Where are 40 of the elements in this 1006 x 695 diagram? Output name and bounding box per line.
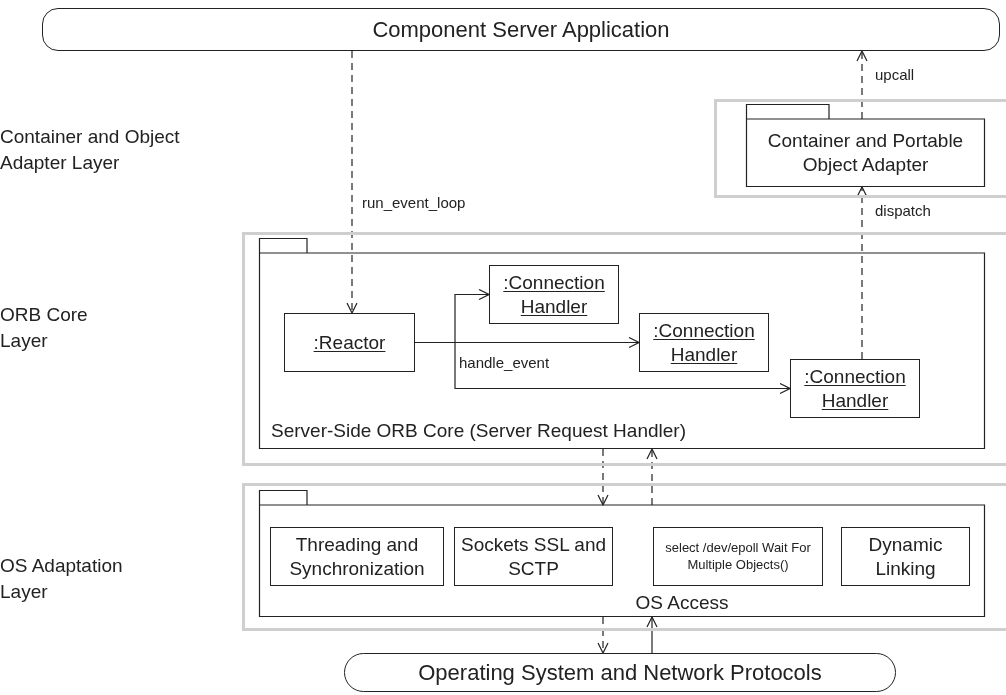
layer-label: OS Adaptation Layer xyxy=(0,554,124,604)
arrow xyxy=(856,50,868,120)
package-box xyxy=(746,104,985,187)
node-text: Threading and Synchronization xyxy=(288,532,426,581)
package-box xyxy=(259,490,985,617)
node-text: Container and Portable Object Adapter xyxy=(766,129,965,177)
node-text: Server-Side ORB Core (Server Request Handler) xyxy=(271,418,686,443)
node-text: Sockets SSL and SCTP xyxy=(459,532,608,581)
arrow xyxy=(856,186,868,360)
arrow xyxy=(597,448,609,506)
node-text: Dynamic Linking xyxy=(867,532,944,581)
arrow xyxy=(646,616,658,654)
layer-band xyxy=(242,483,1006,631)
layer-band xyxy=(714,99,1006,198)
edge-label: run_event_loop xyxy=(362,193,466,213)
layer-label: ORB Core Layer xyxy=(0,303,89,353)
component-box xyxy=(270,527,444,586)
node-text: Operating System and Network Protocols xyxy=(418,659,822,687)
arrow xyxy=(414,341,791,395)
object-box xyxy=(790,359,920,418)
object-box xyxy=(489,265,619,324)
node-text: OS Access xyxy=(634,590,729,615)
node-text: :Reactor xyxy=(313,330,386,355)
edge-label: dispatch xyxy=(875,201,931,221)
layer-label: Container and Object Adapter Layer xyxy=(0,125,181,175)
object-box xyxy=(284,313,415,372)
rounded-box xyxy=(42,8,1000,51)
node-text: :Connection Handler xyxy=(502,270,606,319)
node-text: Component Server Application xyxy=(372,16,670,44)
arrow xyxy=(346,50,358,314)
edge-label: upcall xyxy=(875,65,915,85)
node-text: :Connection Handler xyxy=(652,318,756,367)
arrow xyxy=(646,448,658,506)
node-text: :Connection Handler xyxy=(803,364,907,413)
node-text: select /dev/epoll Wait For Multiple Objects() xyxy=(664,539,812,574)
arrow xyxy=(597,616,609,654)
object-box xyxy=(639,313,769,372)
component-box xyxy=(653,527,823,586)
edge-label: handle_event xyxy=(459,353,550,373)
component-box xyxy=(841,527,970,586)
